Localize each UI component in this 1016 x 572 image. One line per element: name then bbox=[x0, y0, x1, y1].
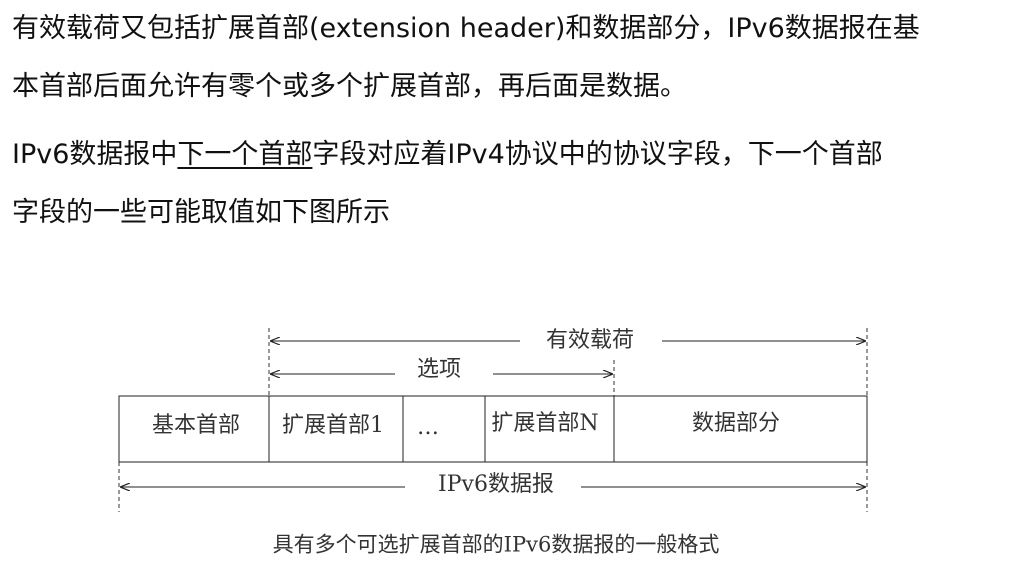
paragraph-line: 本首部后面允许有零个或多个扩展首部，再后面是数据。 bbox=[12, 71, 687, 102]
text-segment: 字段对应着IPv4协议中的协议字段，下一个首部 bbox=[312, 139, 883, 170]
cell-ellipsis: … bbox=[417, 415, 439, 440]
cell-extension-header-1: 扩展首部1 bbox=[282, 413, 384, 438]
cell-data-part: 数据部分 bbox=[692, 411, 780, 436]
text-segment: IPv6数据报中 bbox=[12, 139, 178, 170]
payload-label: 有效载荷 bbox=[546, 328, 634, 353]
cell-base-header: 基本首部 bbox=[152, 413, 240, 438]
cell-extension-header-n: 扩展首部N bbox=[491, 411, 598, 436]
paragraph-line: IPv6数据报中下一个首部字段对应着IPv4协议中的协议字段，下一个首部 bbox=[12, 126, 1008, 184]
options-label: 选项 bbox=[417, 357, 461, 382]
paragraph-line: 有效载荷又包括扩展首部(extension header)和数据部分，IPv6数… bbox=[12, 13, 920, 44]
paragraph-next-header-field: IPv6数据报中下一个首部字段对应着IPv4协议中的协议字段，下一个首部 字段的… bbox=[12, 126, 1008, 242]
underlined-term: 下一个首部 bbox=[177, 139, 313, 170]
diagram-caption: 具有多个可选扩展首部的IPv6数据报的一般格式 bbox=[273, 533, 720, 557]
paragraph-line: 字段的一些可能取值如下图所示 bbox=[12, 197, 390, 228]
datagram-label: IPv6数据报 bbox=[438, 472, 554, 497]
paragraph-extension-headers: 有效载荷又包括扩展首部(extension header)和数据部分，IPv6数… bbox=[12, 0, 1008, 116]
datagram-box bbox=[118, 395, 868, 463]
